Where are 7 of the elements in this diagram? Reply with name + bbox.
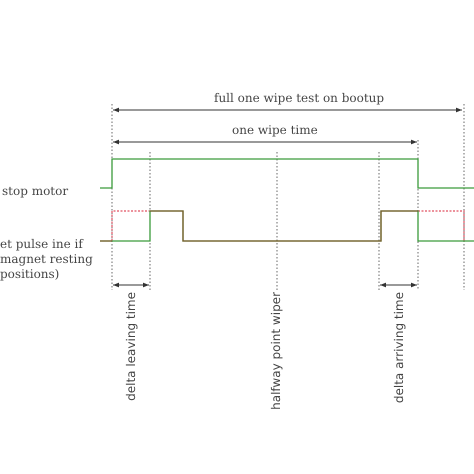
signal-label: et pulse ine if magnet resting positions) xyxy=(0,237,94,282)
marker-label: delta leaving time xyxy=(124,292,138,401)
marker-label: delta arriving time xyxy=(392,292,406,404)
dimension-label: one wipe time xyxy=(232,123,318,138)
marker-label: halfway point wiper xyxy=(269,292,283,410)
dimension-label: full one wipe test on bootup xyxy=(214,91,384,106)
signal-label: stop motor xyxy=(2,184,68,199)
